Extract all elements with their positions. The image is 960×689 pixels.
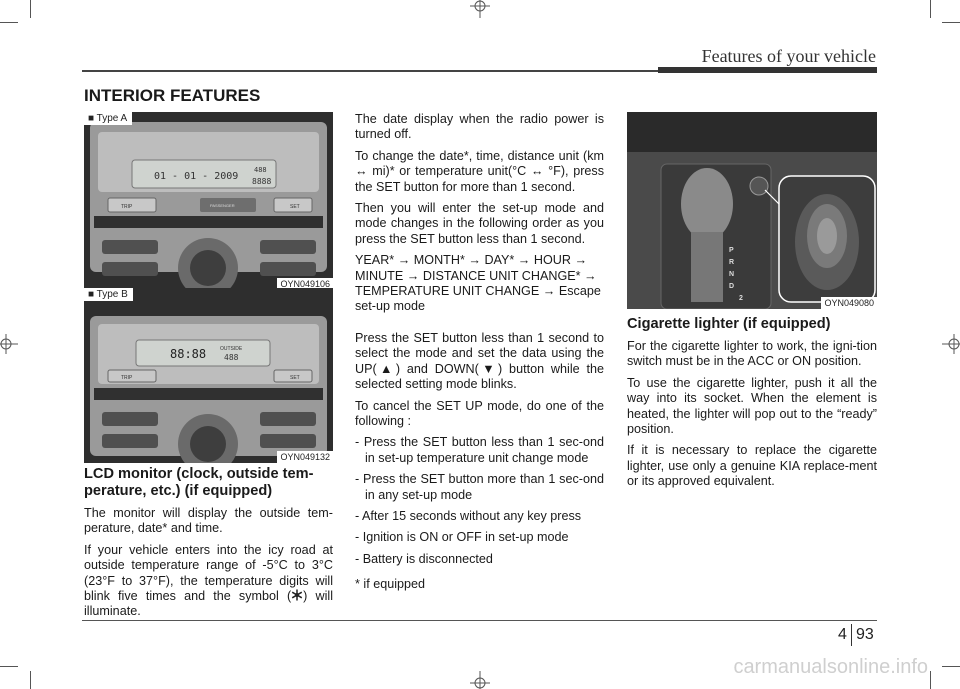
lcd-outside-text: OUTSIDE <box>220 346 243 352</box>
watermark: carmanualsonline.info <box>733 656 928 678</box>
set-button-text: SET <box>290 375 300 381</box>
paragraph: To change the date*, time, distance unit… <box>355 148 604 194</box>
list-item: - Battery is disconnected <box>355 551 493 566</box>
type-a-label: ■ Type A <box>84 112 133 125</box>
crop-mark <box>930 671 931 689</box>
crop-mark <box>30 0 31 18</box>
type-b-label: ■ Type B <box>84 288 133 301</box>
paragraph: The monitor will display the outside tem… <box>84 506 333 536</box>
paragraph: Press the SET button less than 1 second … <box>355 330 604 392</box>
figure-type-a: 01 - 01 - 2009 488 8888 TRIP PASSENGER S… <box>84 112 333 290</box>
gear-n-label: N <box>729 271 734 278</box>
lcd-temp-text: 488 <box>254 166 267 174</box>
gear-p-label: P <box>729 247 734 254</box>
paragraph: Then you will enter the set-up mode and … <box>355 201 604 246</box>
paragraph: To use the cigarette lighter, push it al… <box>627 375 877 437</box>
figure-code: OYN049080 <box>821 297 877 309</box>
trip-button-text: TRIP <box>121 204 133 210</box>
crop-mark <box>0 666 18 667</box>
figure-cigarette-lighter: P R N D 2 OYN049080 <box>627 112 877 309</box>
paragraph-text: ) will illuminate. <box>84 589 333 619</box>
column-1: LCD monitor (clock, outside tem-perature… <box>84 466 333 626</box>
crop-mark <box>942 22 960 23</box>
list-item: - After 15 seconds without any key press <box>355 508 582 523</box>
lcd-clock-text: 88:88 <box>170 347 206 361</box>
set-button-text: SET <box>290 204 300 210</box>
audio-panel-type-b-image: 88:88 OUTSIDE 488 TRIP SET <box>84 288 333 463</box>
column-3: Cigarette lighter (if equipped) For the … <box>627 316 877 496</box>
paragraph: To cancel the SET UP mode, do one of the… <box>355 398 604 428</box>
registration-mark <box>0 334 18 354</box>
paragraph: If your vehicle enters into the icy road… <box>84 543 333 620</box>
header-title: Features of your vehicle <box>701 46 876 66</box>
gear-r-label: R <box>729 259 734 266</box>
footnote: * if equipped <box>355 577 426 592</box>
paragraph: If it is necessary to replace the cigare… <box>627 443 877 489</box>
paragraph: For the cigarette lighter to work, the i… <box>627 339 877 369</box>
lcd-temp-text: 488 <box>224 353 239 362</box>
cigarette-lighter-image: P R N D 2 <box>627 112 877 309</box>
list-item: - Ignition is ON or OFF in set-up mode <box>355 530 569 545</box>
figure-code: OYN049106 <box>277 278 333 290</box>
lcd-monitor-heading: LCD monitor (clock, outside tem-perature… <box>84 466 314 499</box>
gear-2-label: 2 <box>739 295 743 302</box>
audio-panel-type-a-image: 01 - 01 - 2009 488 8888 TRIP PASSENGER S… <box>84 112 333 290</box>
crop-mark <box>942 666 960 667</box>
lcd-num-text: 8888 <box>252 177 271 186</box>
header-rule <box>82 70 877 72</box>
list-item: - Press the SET button less than 1 sec-o… <box>355 435 604 465</box>
paragraph-text: If your vehicle enters into the icy road… <box>84 542 333 604</box>
panel-text: PASSENGER <box>210 203 235 208</box>
gear-d-label: D <box>729 283 734 290</box>
figure-code: OYN049132 <box>277 451 333 463</box>
crop-mark <box>930 0 931 18</box>
page-number: 93 <box>856 626 874 643</box>
list-item: - Press the SET button more than 1 sec-o… <box>355 472 604 502</box>
snowflake-icon <box>291 589 303 601</box>
column-2: The date display when the radio power is… <box>355 112 604 599</box>
figure-type-b: 88:88 OUTSIDE 488 TRIP SET ■ Type B OYN0… <box>84 288 333 463</box>
setup-order-sequence: YEAR* → MONTH* → DAY* → HOUR → MINUTE → … <box>355 253 601 314</box>
lcd-date-text: 01 - 01 - 2009 <box>154 171 238 182</box>
page-number-divider <box>851 624 852 646</box>
chapter-number: 4 <box>838 626 847 643</box>
footer-rule <box>82 620 877 621</box>
paragraph: The date display when the radio power is… <box>355 112 604 142</box>
section-title: INTERIOR FEATURES <box>84 86 261 105</box>
registration-mark <box>942 334 960 354</box>
crop-mark <box>30 671 31 689</box>
crop-mark <box>0 22 18 23</box>
trip-button-text: TRIP <box>121 375 133 381</box>
header-bar <box>658 67 877 73</box>
registration-mark <box>470 0 490 18</box>
cigarette-lighter-heading: Cigarette lighter (if equipped) <box>627 316 831 332</box>
registration-mark <box>470 671 490 689</box>
